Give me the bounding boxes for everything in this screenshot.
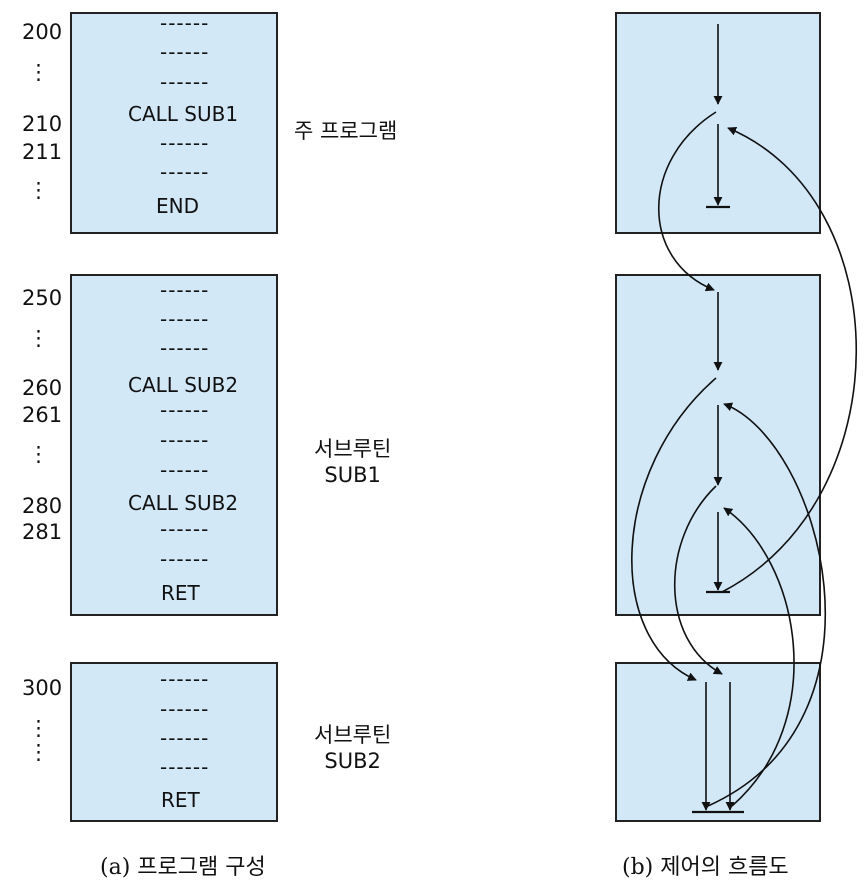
address-label: 210 [22, 112, 63, 136]
sub1-label-title: 서브루틴 [314, 437, 392, 461]
address-ellipsis: ⋮ [28, 442, 49, 466]
address-ellipsis: ⋮ [28, 326, 49, 350]
address-label: 300 [22, 676, 63, 700]
address-ellipsis: ⋮ [28, 740, 49, 764]
code-line: ------ [160, 667, 210, 691]
call-instruction: CALL SUB1 [128, 102, 239, 126]
code-line: ------ [160, 755, 210, 779]
caption-program-structure: (a) 프로그램 구성 [100, 855, 266, 880]
ret-instruction: RET [161, 581, 200, 605]
flow-call-sub2-second-arrow [673, 485, 723, 675]
flow-call-sub1-arrow [658, 111, 717, 292]
flow-sub2-box [615, 662, 821, 822]
address-label: 281 [22, 520, 63, 544]
address-label: 280 [22, 494, 63, 518]
code-line: ------ [160, 547, 210, 571]
address-label: 211 [22, 140, 63, 164]
sub2-label: 서브루틴 SUB2 [314, 722, 391, 775]
end-instruction: END [156, 194, 199, 218]
call-instruction: CALL SUB2 [128, 491, 239, 515]
code-line: ------ [160, 160, 210, 184]
sub1-label-name: SUB1 [324, 463, 381, 488]
call-instruction: CALL SUB2 [128, 373, 239, 397]
code-line: ------ [160, 517, 210, 541]
address-label: 260 [22, 376, 63, 400]
code-line: ------ [160, 131, 210, 155]
sub2-label-title: 서브루틴 [314, 723, 392, 747]
sub2-box [70, 662, 278, 822]
flow-return-main-arrow [721, 126, 857, 593]
sub1-box [70, 274, 278, 616]
sub2-label-name: SUB2 [324, 749, 381, 774]
address-ellipsis: ⋮ [28, 716, 49, 740]
code-line: ------ [160, 278, 210, 302]
code-line: ------ [160, 398, 210, 422]
main-program-label: 주 프로그램 [294, 119, 398, 143]
address-ellipsis: ⋮ [28, 178, 49, 202]
sub1-label: 서브루틴 SUB1 [314, 436, 391, 489]
code-line: ------ [160, 726, 210, 750]
ret-instruction: RET [161, 788, 200, 812]
main-program-box [70, 12, 278, 234]
address-label: 261 [22, 403, 63, 427]
code-line: ------ [160, 11, 210, 35]
code-line: ------ [160, 40, 210, 64]
code-line: ------ [160, 336, 210, 360]
address-label: 250 [22, 286, 63, 310]
code-line: ------ [160, 697, 210, 721]
address-ellipsis: ⋮ [28, 60, 49, 84]
flow-return-sub1-first-arrow [707, 402, 827, 807]
caption-control-flow: (b) 제어의 흐름도 [622, 855, 789, 880]
flow-call-sub2-first-arrow [631, 377, 717, 681]
code-line: ------ [160, 70, 210, 94]
address-label: 200 [22, 20, 63, 44]
code-line: ------ [160, 428, 210, 452]
code-line: ------ [160, 458, 210, 482]
flow-return-sub1-second-arrow [723, 507, 795, 807]
code-line: ------ [160, 307, 210, 331]
